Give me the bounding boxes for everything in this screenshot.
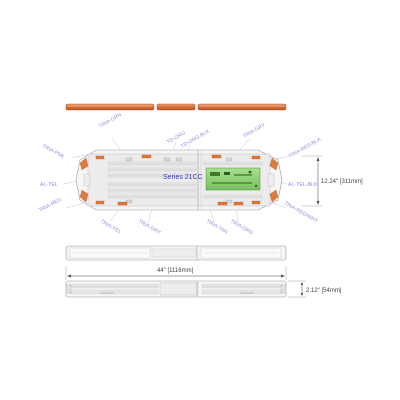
wire-label-tria-red-blk: TRIA-RED-BLK <box>288 136 323 159</box>
lightbar-front-view <box>65 245 287 261</box>
length-dimension <box>65 265 287 280</box>
wire-label-tria-org: TRIA-ORG <box>229 219 254 237</box>
wire-label-al-yel-blk: AL-YEL-BLK <box>288 182 318 188</box>
length-dimension-label: 44" [1116mm] <box>157 268 194 274</box>
depth-dimension-label: 12.24" [311mm] <box>321 179 363 185</box>
lightbar-top-view <box>75 149 283 211</box>
wire-label-tria-red-wht: TRIA-RED/WHT <box>283 201 319 225</box>
height-dimension-label: 2.12" [54mm] <box>306 288 342 294</box>
amber-lens-front-view <box>65 103 287 111</box>
height-dimension <box>288 280 306 298</box>
wire-label-td-org-blk: TD-ORG-BLK <box>180 128 211 149</box>
wire-label-leaders <box>62 137 291 223</box>
wire-label-al-yel: AL-YEL <box>40 182 58 188</box>
series-label: Series 21CC <box>163 174 203 181</box>
wire-label-tria-pnk: TRIA-PNK <box>41 143 66 160</box>
lightbar-profile-view <box>65 280 287 298</box>
wire-label-tria-tan: TRIA-TAN <box>205 219 229 236</box>
wire-label-tria-gry-bottom: TRIA-GRY <box>137 219 162 237</box>
wire-label-tria-red: TRIA-RED <box>38 197 63 214</box>
wire-label-tria-gry-top: TRIA-GRY <box>242 122 267 140</box>
wire-label-tria-grn: TRIA-GRN <box>98 112 123 130</box>
depth-dimension <box>302 155 322 207</box>
